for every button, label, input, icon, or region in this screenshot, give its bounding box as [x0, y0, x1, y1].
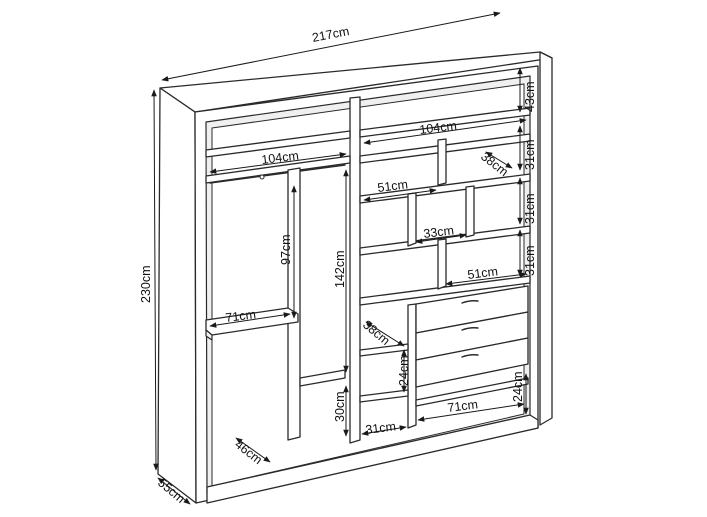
label-hanging-97: 97cm — [279, 234, 293, 265]
label-hanging-142: 142cm — [333, 250, 347, 288]
label-shelf-51-upper: 51cm — [377, 177, 409, 195]
dim-line-shelf-51-upper — [363, 188, 437, 202]
dim-line-cube-depth — [485, 151, 513, 169]
dim-line-overall-width — [161, 11, 501, 82]
drawer-3 — [415, 337, 529, 388]
dim-line-bottom-right-width — [417, 402, 525, 422]
bottom-plinth — [206, 414, 539, 504]
label-cube-row3: 31cm — [523, 245, 537, 276]
label-pullout: 71cm — [225, 307, 257, 325]
lower-left-shelf — [299, 369, 346, 387]
label-top-left-shelf: 104cm — [261, 149, 300, 167]
wardrobe-body — [157, 51, 553, 504]
dim-line-depth — [157, 477, 191, 505]
dim-line-top-right-shelf — [363, 118, 527, 145]
label-bottom-left: 30cm — [333, 391, 347, 422]
label-bottom-small: 31cm — [365, 419, 397, 437]
dim-line-bottom-depth — [235, 437, 271, 463]
side-column-divider — [407, 303, 417, 429]
dim-line-bottom-small — [361, 425, 407, 436]
dim-line-shelf-51-lower — [445, 272, 527, 286]
dim-line-top-left-shelf — [209, 152, 347, 174]
left-side-panel — [157, 87, 197, 504]
central-divider — [349, 96, 361, 444]
label-top-compartment: 43cm — [523, 81, 537, 112]
dim-line-side-shelf-depth — [365, 321, 405, 347]
label-top-right-shelf: 104cm — [419, 119, 458, 137]
side-shelf-2 — [359, 389, 409, 403]
dim-line-pullout — [209, 312, 291, 328]
label-cube-row2: 31cm — [523, 193, 537, 224]
right-side-panel — [539, 51, 553, 426]
label-shelf-51-lower: 51cm — [467, 264, 499, 282]
label-bottom-right-height: 24cm — [511, 371, 525, 402]
label-middle-cube: 33cm — [423, 223, 455, 241]
label-cube-row1: 31cm — [523, 139, 537, 170]
label-overall-height: 230cm — [139, 265, 153, 303]
label-side-shelf-height: 24cm — [397, 355, 411, 386]
dim-line-overall-height — [151, 89, 159, 471]
drawers — [415, 285, 529, 388]
label-bottom-right-width: 71cm — [447, 397, 479, 415]
dimension-lines — [151, 11, 529, 505]
label-overall-width: 217cm — [311, 24, 351, 45]
dim-line-middle-cube — [415, 233, 467, 244]
